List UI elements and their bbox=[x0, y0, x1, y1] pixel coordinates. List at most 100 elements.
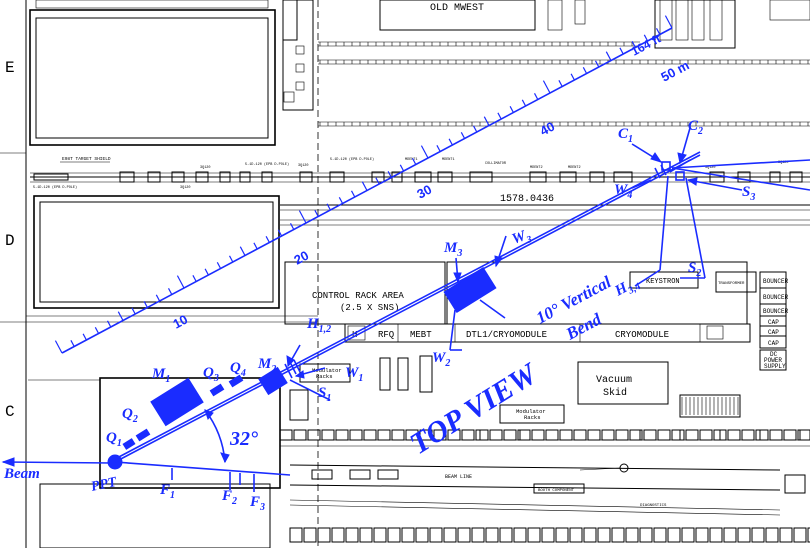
ruler-tick bbox=[483, 116, 490, 126]
ruler-tick bbox=[619, 47, 624, 55]
w1-label: W1 bbox=[345, 365, 363, 384]
q1-label: Q1 bbox=[106, 430, 122, 449]
f1-label: F1 bbox=[159, 482, 175, 501]
ruler-mark-40: 40 bbox=[537, 119, 557, 139]
dc-label: DC bbox=[770, 351, 778, 358]
c1-label: C1 bbox=[618, 126, 633, 145]
w2-label: W2 bbox=[432, 350, 450, 369]
ruler-tick bbox=[605, 51, 612, 61]
ruler-tick bbox=[631, 41, 636, 48]
c2-label: C2 bbox=[688, 118, 703, 137]
small-label-1: 3Q120 bbox=[180, 186, 191, 190]
ruler-tick bbox=[664, 15, 673, 29]
m2-magnet bbox=[258, 366, 288, 396]
q1-magnet bbox=[122, 438, 136, 450]
m3-label: M3 bbox=[443, 240, 462, 259]
target-shield-label: E98T TARGET SHIELD bbox=[62, 156, 111, 162]
control-rack-sub: (2.5 X SNS) bbox=[340, 303, 399, 313]
coordinate-label: 1578.0436 bbox=[500, 194, 554, 205]
ruler-tick bbox=[420, 145, 429, 159]
small-label-10: 3Q120 bbox=[705, 166, 716, 170]
ruler-tick bbox=[70, 340, 75, 347]
row-marker-e: E bbox=[5, 59, 15, 77]
cap-2: CAP bbox=[768, 329, 779, 336]
cap-1: CAP bbox=[768, 319, 779, 326]
small-label-9: MDENT2 bbox=[568, 166, 581, 170]
ruler-tick bbox=[375, 177, 380, 185]
small-label-6: MDENT1 bbox=[405, 158, 418, 162]
ruler-tick bbox=[204, 268, 209, 276]
ruler-tick bbox=[54, 340, 63, 354]
ruler-tick bbox=[239, 246, 246, 256]
ruler-tick bbox=[582, 67, 588, 74]
ruler-tick bbox=[216, 262, 222, 269]
small-label-2: 3Q120 bbox=[200, 166, 211, 170]
supply-label: SUPPLY bbox=[764, 363, 786, 370]
ruler-tick bbox=[106, 320, 112, 328]
ruler-tick bbox=[361, 181, 368, 191]
ruler-tick bbox=[192, 275, 197, 282]
cap-3: CAP bbox=[768, 340, 779, 347]
h12-label: H1,2 bbox=[306, 316, 331, 335]
module-rfq: RFQ bbox=[378, 330, 394, 340]
small-label-4: 3Q120 bbox=[298, 164, 309, 168]
beam-label: Beam bbox=[3, 466, 40, 482]
transformer-label: TRANSFORMER bbox=[718, 282, 745, 286]
power-label: POWER bbox=[764, 357, 782, 364]
ruler-tick bbox=[655, 28, 661, 35]
q4-magnet bbox=[228, 374, 244, 388]
ruler-tick bbox=[436, 145, 441, 152]
ruler-mark-30: 30 bbox=[414, 182, 434, 202]
ruler-tick bbox=[460, 132, 466, 139]
small-label-0: 5-1D-120 (EPB D-POLE) bbox=[33, 185, 77, 190]
module-h: H bbox=[352, 330, 357, 340]
ruler-tick bbox=[326, 203, 331, 211]
ruler-ft-label: 164 ft bbox=[629, 32, 663, 59]
m3-magnet bbox=[443, 266, 497, 314]
m1-magnet bbox=[150, 377, 204, 427]
ruler-mark-20: 20 bbox=[291, 248, 311, 268]
beam-arrow-icon bbox=[1, 457, 15, 467]
ruler-tick bbox=[265, 236, 270, 243]
small-label-3: 5-1D-120 (EPB D-POLE) bbox=[245, 162, 289, 167]
ruler-tick bbox=[497, 112, 502, 120]
ruler-tick bbox=[570, 73, 575, 81]
small-label-8: MDENT2 bbox=[530, 166, 543, 170]
racks-1-label: Racks bbox=[316, 373, 333, 380]
skid-label: Skid bbox=[603, 387, 627, 399]
ruler-tick bbox=[350, 190, 356, 198]
old-mwest-label: OLD MWEST bbox=[430, 3, 484, 14]
angle-label: 32° bbox=[229, 428, 258, 450]
ruler-tick bbox=[228, 255, 234, 263]
row-marker-c: C bbox=[5, 403, 15, 421]
small-label-5: 5-1D-120 (EPB D-POLE) bbox=[330, 157, 374, 162]
vertical-bend-label: 10° Vertical bbox=[533, 272, 614, 327]
ruler-tick bbox=[117, 311, 124, 321]
f2-label: F2 bbox=[221, 488, 237, 507]
ruler-mark-10: 10 bbox=[170, 312, 190, 332]
ruler-tick bbox=[542, 80, 551, 94]
h34-label: H3,4 bbox=[611, 274, 642, 303]
s1-label: S1 bbox=[318, 385, 331, 404]
ruler-tick bbox=[155, 294, 161, 302]
bouncer-1: BOUNCER bbox=[763, 278, 789, 285]
ruler-tick bbox=[521, 99, 527, 107]
ruler-tick bbox=[558, 80, 563, 87]
small-label-7: MDENT1 bbox=[442, 158, 455, 162]
ruler-tick bbox=[387, 171, 392, 178]
ruler-tick bbox=[277, 229, 283, 237]
ruler-m-label: 50 m bbox=[658, 57, 691, 84]
q2-magnet bbox=[135, 428, 151, 442]
ruler-tick bbox=[131, 307, 136, 315]
row-marker-d: D bbox=[5, 232, 15, 250]
modulator-2-label: Modulator bbox=[516, 408, 546, 415]
ruler-tick bbox=[167, 288, 173, 295]
w4-label: W4 bbox=[614, 182, 632, 201]
ruler-tick bbox=[82, 333, 87, 341]
s3-label: S3 bbox=[742, 184, 755, 203]
annotation-layer: 10 20 30 40 164 ft 50 m Beam PPT F1 F2 F… bbox=[1, 15, 810, 513]
ruler-tick bbox=[509, 106, 514, 113]
ruler-tick bbox=[472, 125, 478, 133]
